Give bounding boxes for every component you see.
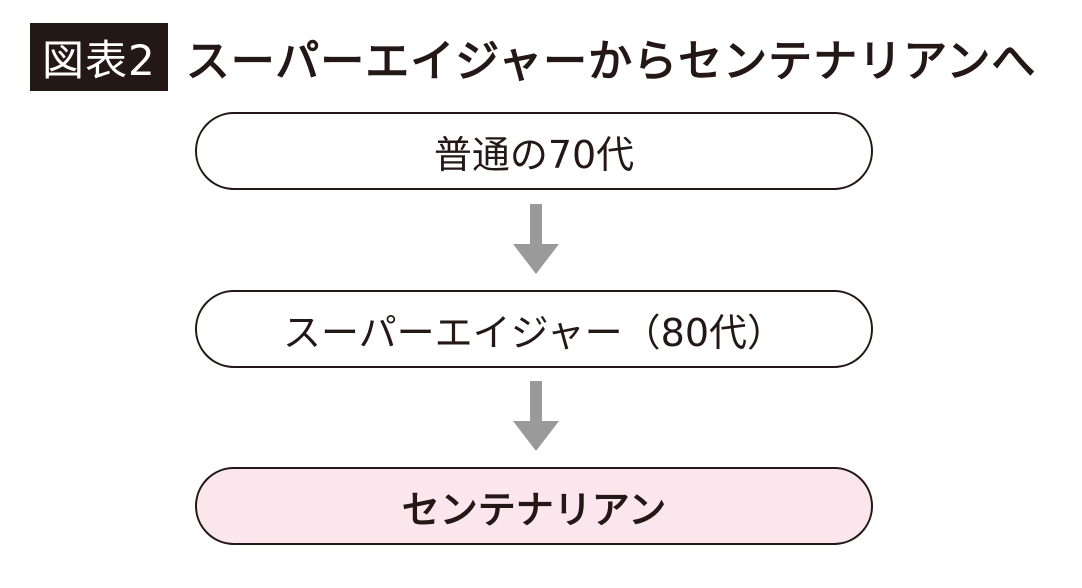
flow-node-centenarian: センテナリアン	[195, 467, 873, 545]
flow-node-ordinary-70s: 普通の70代	[195, 112, 873, 190]
arrow-down-icon	[513, 204, 559, 274]
flow-node-super-ager: スーパーエイジャー（80代）	[195, 290, 873, 368]
arrow-down-icon	[513, 381, 559, 451]
figure-title: スーパーエイジャーからセンテナリアンへ	[185, 36, 1037, 87]
figure-label: 図表2	[30, 23, 168, 91]
figure-header: 図表2 スーパーエイジャーからセンテナリアンへ	[30, 22, 1036, 92]
